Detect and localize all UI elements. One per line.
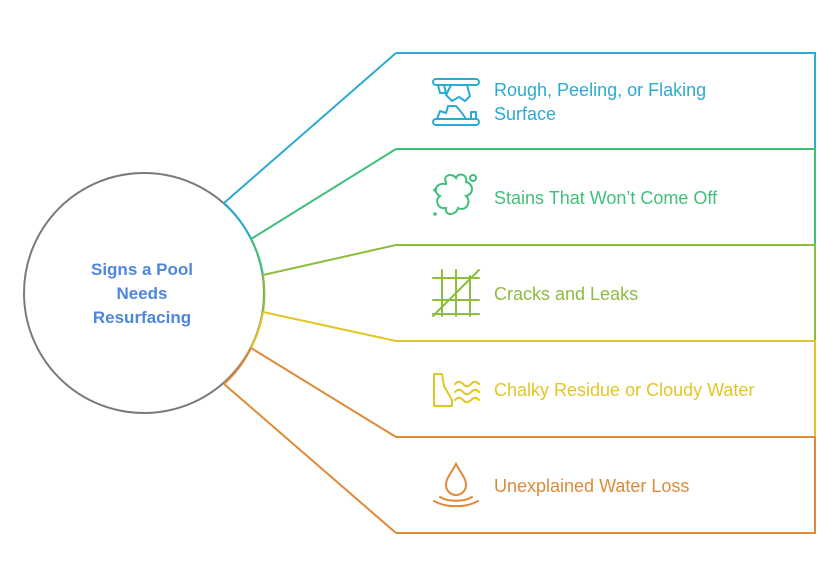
hub-arc-segment — [250, 311, 264, 349]
item-label-rough-surface: Rough, Peeling, or Flaking Surface — [494, 78, 706, 126]
hub-arc-segment — [223, 347, 252, 385]
hub-arc-segment — [250, 238, 264, 276]
hub-title: Signs a Pool Needs Resurfacing — [44, 258, 240, 330]
item-label-water-loss: Unexplained Water Loss — [494, 474, 689, 498]
cloudy-water-icon — [433, 373, 480, 407]
connector-line — [250, 148, 397, 240]
connector-line — [223, 52, 397, 204]
water-drop-loss-icon — [433, 461, 479, 508]
item-label-cracks: Cracks and Leaks — [494, 282, 638, 306]
item-boxes — [396, 52, 816, 534]
cracked-grid-icon — [432, 269, 480, 317]
connector-line — [250, 347, 397, 438]
item-label-line: Unexplained Water Loss — [494, 476, 690, 496]
item-label-line: Rough, Peeling, or Flaking — [494, 80, 707, 100]
connector-line — [262, 311, 397, 342]
hub-title-line: Signs a Pool — [90, 260, 194, 279]
connector-line — [262, 244, 397, 276]
item-box — [396, 436, 816, 534]
hub-arc-segment — [223, 202, 252, 240]
item-label-line: Chalky Residue or Cloudy Water — [494, 380, 755, 400]
hub-title-line: Resurfacing — [92, 308, 192, 327]
peeling-surface-icon — [432, 78, 480, 126]
connectors — [223, 52, 397, 534]
item-label-line: Stains That Won’t Come Off — [494, 188, 718, 208]
item-label-line: Surface — [494, 104, 557, 124]
stain-splotch-icon — [433, 173, 477, 216]
connector-line — [223, 383, 397, 534]
hub-arc-segments — [223, 202, 266, 385]
item-label-chalky: Chalky Residue or Cloudy Water — [494, 378, 754, 402]
hub-arc-segment — [262, 274, 266, 313]
item-label-stains: Stains That Won’t Come Off — [494, 186, 717, 210]
hub-title-line: Needs — [116, 284, 168, 303]
item-label-line: Cracks and Leaks — [494, 284, 639, 304]
